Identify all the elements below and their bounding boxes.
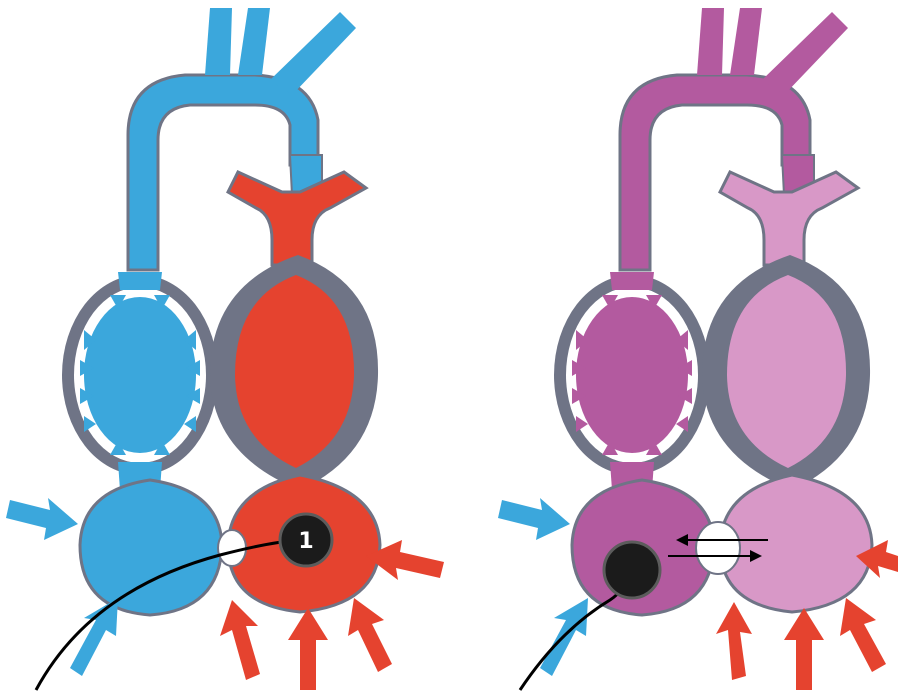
left-septal-opening: [218, 530, 246, 566]
balloon-label: 1: [298, 529, 313, 554]
right-great-vessels: [620, 8, 848, 270]
left-great-vessels: [128, 8, 356, 270]
left-smooth-ventricle: [210, 255, 378, 490]
right-septal-opening: [696, 522, 740, 574]
right-panel: [498, 8, 898, 690]
right-smooth-ventricle: [702, 255, 870, 490]
left-panel: 1: [6, 8, 444, 690]
right-trabeculated-ventricle: [554, 272, 710, 490]
left-trabeculated-ventricle: [62, 272, 218, 490]
balloon-icon: [604, 542, 660, 598]
